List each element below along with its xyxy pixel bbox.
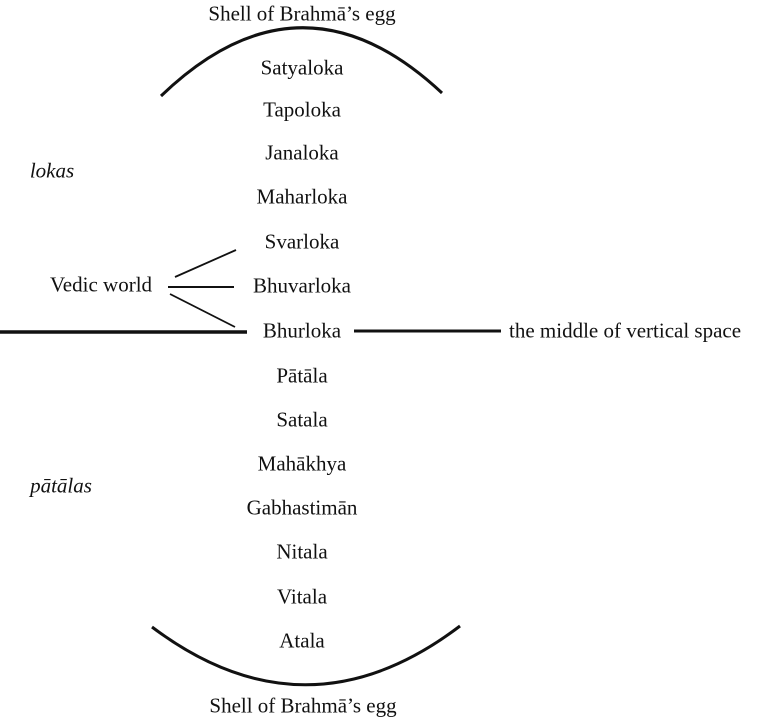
loka-label-maharloka: Maharloka xyxy=(256,184,348,209)
patala-label-vitala: Vitala xyxy=(276,584,328,609)
patala-label-patala: Pātāla xyxy=(276,363,328,388)
loka-label-svarloka: Svarloka xyxy=(264,229,340,254)
shell-top-label: Shell of Brahmā’s egg xyxy=(208,1,396,26)
loka-label-bhurloka: Bhurloka xyxy=(262,318,342,343)
bottom-shell-arc xyxy=(151,624,461,687)
patala-label-nitala: Nitala xyxy=(276,539,328,564)
shell-bottom-label: Shell of Brahmā’s egg xyxy=(209,693,397,718)
loka-label-bhuvarloka: Bhuvarloka xyxy=(253,273,351,298)
vedic-world-label: Vedic world xyxy=(49,272,153,297)
patala-label-gabhastiman: Gabhastimān xyxy=(246,495,358,520)
patala-label-satala: Satala xyxy=(276,407,328,432)
top-shell-arc xyxy=(159,26,444,98)
loka-label-satyaloka: Satyaloka xyxy=(260,55,344,80)
loka-label-janaloka: Janaloka xyxy=(265,140,339,165)
loka-label-tapoloka: Tapoloka xyxy=(263,97,341,122)
vedic-fan-line-top xyxy=(174,249,237,278)
vedic-fan-line-bottom xyxy=(169,293,236,328)
lokas-group-label: lokas xyxy=(29,158,75,183)
patala-label-atala: Atala xyxy=(279,628,325,653)
patala-label-mahakhya: Mahākhya xyxy=(257,451,347,476)
middle-of-vertical-space-label: the middle of vertical space xyxy=(509,318,742,343)
patalas-group-label: pātālas xyxy=(30,473,92,498)
